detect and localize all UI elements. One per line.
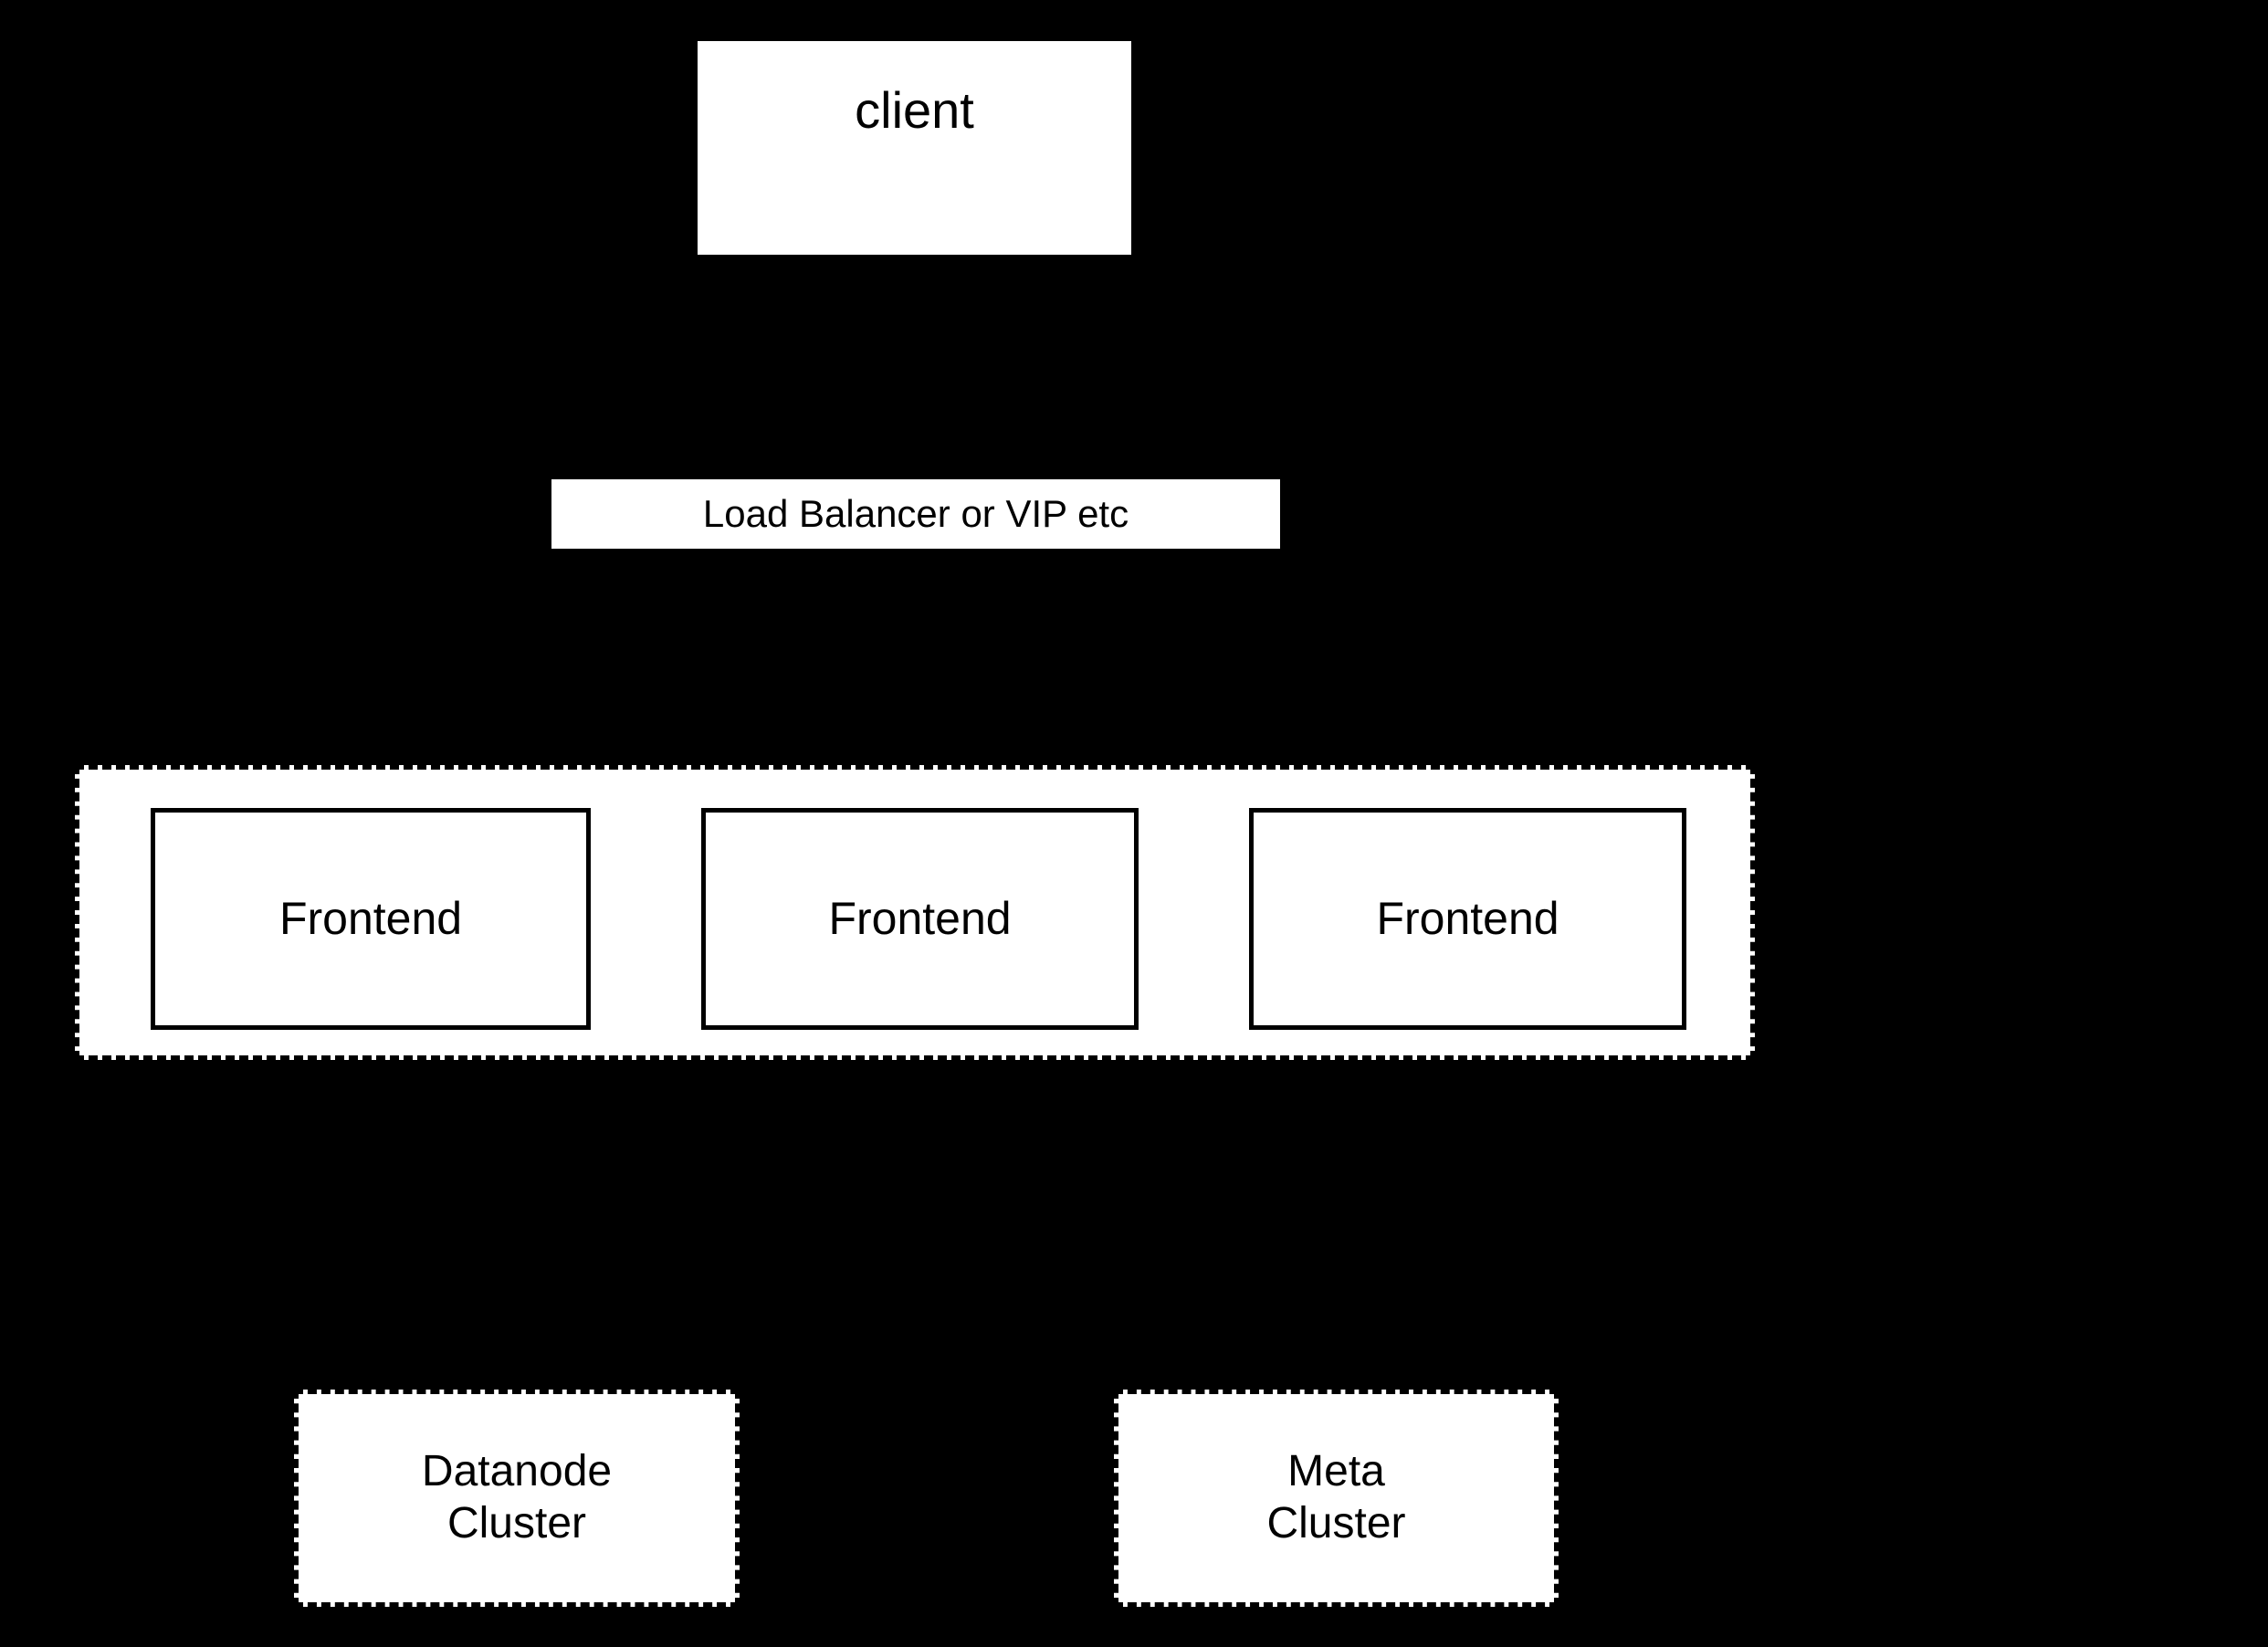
frontend-node-1[interactable]: Frontend [151,808,591,1030]
frontend-node-2[interactable]: Frontend [701,808,1139,1030]
frontend-node-3-label: Frontend [1376,893,1559,944]
frontend-node-1-label: Frontend [278,893,463,944]
load-balancer-node[interactable]: Load Balancer or VIP etc [551,479,1280,549]
meta-cluster-node[interactable]: Meta Cluster [1114,1390,1559,1607]
frontend-node-2-label: Frontend [828,893,1012,944]
datanode-cluster-node[interactable]: Datanode Cluster [294,1390,740,1607]
datanode-cluster-label-line-2: Cluster [446,1499,587,1547]
frontend-cluster-container[interactable]: Frontend Frontend Frontend [75,765,1755,1060]
client-node[interactable]: client [698,41,1131,255]
frontend-node-3[interactable]: Frontend [1249,808,1686,1030]
meta-cluster-label-line-1: Meta [1287,1447,1385,1496]
client-node-label: client [855,81,974,139]
load-balancer-node-label: Load Balancer or VIP etc [702,492,1129,536]
meta-cluster-label-line-2: Cluster [1266,1499,1406,1547]
datanode-cluster-label-line-1: Datanode [421,1447,613,1496]
